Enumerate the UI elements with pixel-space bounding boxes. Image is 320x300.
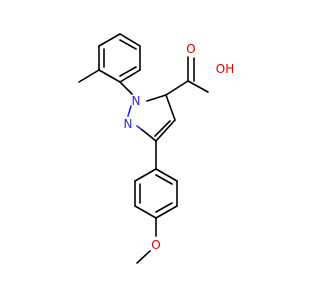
bond [154, 120, 171, 137]
bond [119, 33, 141, 47]
bond [119, 81, 133, 95]
bond [119, 69, 141, 83]
bond [98, 33, 121, 47]
atom-label: O [151, 238, 160, 252]
tolyl-ring [98, 33, 141, 83]
bond [127, 105, 132, 117]
bond [155, 119, 176, 142]
atom-label: OH [216, 62, 234, 76]
atom-label: N [132, 94, 141, 108]
bond [136, 125, 142, 130]
structure-canvas: N N O OH O [78, 33, 234, 264]
bond [165, 94, 176, 121]
methoxyphenyl-ring [134, 168, 178, 219]
atom-label: N [124, 117, 133, 131]
bond [155, 168, 178, 182]
carboxylic-acid-group [165, 56, 209, 96]
bond [165, 80, 189, 96]
bond [140, 128, 157, 142]
bond [155, 174, 173, 185]
bond [119, 39, 137, 50]
bond [134, 205, 157, 219]
pyrazole-ring [127, 94, 176, 142]
atom-label: O [186, 42, 195, 56]
bond [134, 168, 157, 182]
methyl-bond [136, 250, 151, 264]
bond [155, 205, 178, 219]
bond [146, 94, 167, 102]
molecule-structure: N N O OH O [78, 33, 234, 264]
bond [119, 66, 137, 77]
bond [98, 69, 121, 83]
methyl-bond [78, 69, 100, 83]
bond [187, 80, 209, 93]
bond [155, 202, 173, 213]
